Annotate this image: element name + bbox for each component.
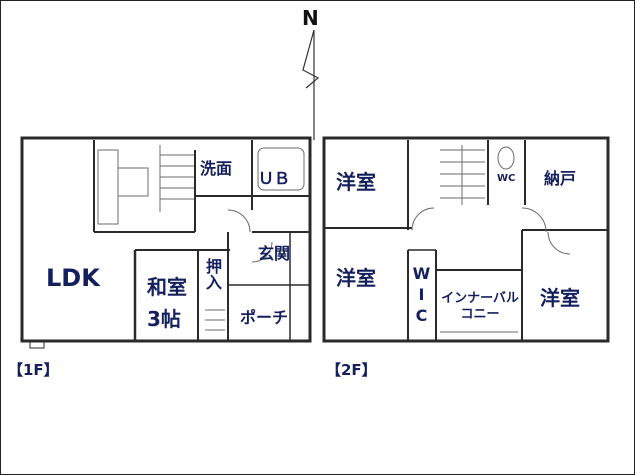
north-label: N: [302, 6, 319, 30]
room-label-japanese-room: 和室: [147, 275, 187, 299]
room-label-western-room-mid: 洋室: [336, 266, 376, 290]
room-label-storage: 納戸: [544, 169, 577, 188]
room-label-western-room-right: 洋室: [540, 286, 580, 310]
floor-caption-1f: 【1F】: [8, 361, 59, 379]
room-label-wic: WIC: [412, 264, 431, 327]
floor-caption-2f: 【2F】: [326, 361, 377, 379]
room-label-porch: ポーチ: [240, 308, 289, 327]
room-label-closet: 押入: [203, 258, 222, 290]
second-floor-plan: [322, 136, 610, 343]
room-label-unit-bath: ＵＢ: [258, 169, 291, 188]
room-label-inner-balcony: インナーバルコニー: [441, 291, 519, 322]
room-label-western-room-top: 洋室: [336, 170, 376, 194]
room-label-wc: WC: [497, 173, 516, 184]
room-label-japanese-room-size: 3帖: [147, 307, 181, 331]
room-label-washroom: 洗面: [200, 159, 233, 178]
room-label-ldk: LDK: [46, 264, 100, 292]
north-arrow: [302, 29, 320, 140]
room-label-entrance: 玄関: [258, 244, 291, 263]
first-floor-plan: [20, 136, 312, 349]
